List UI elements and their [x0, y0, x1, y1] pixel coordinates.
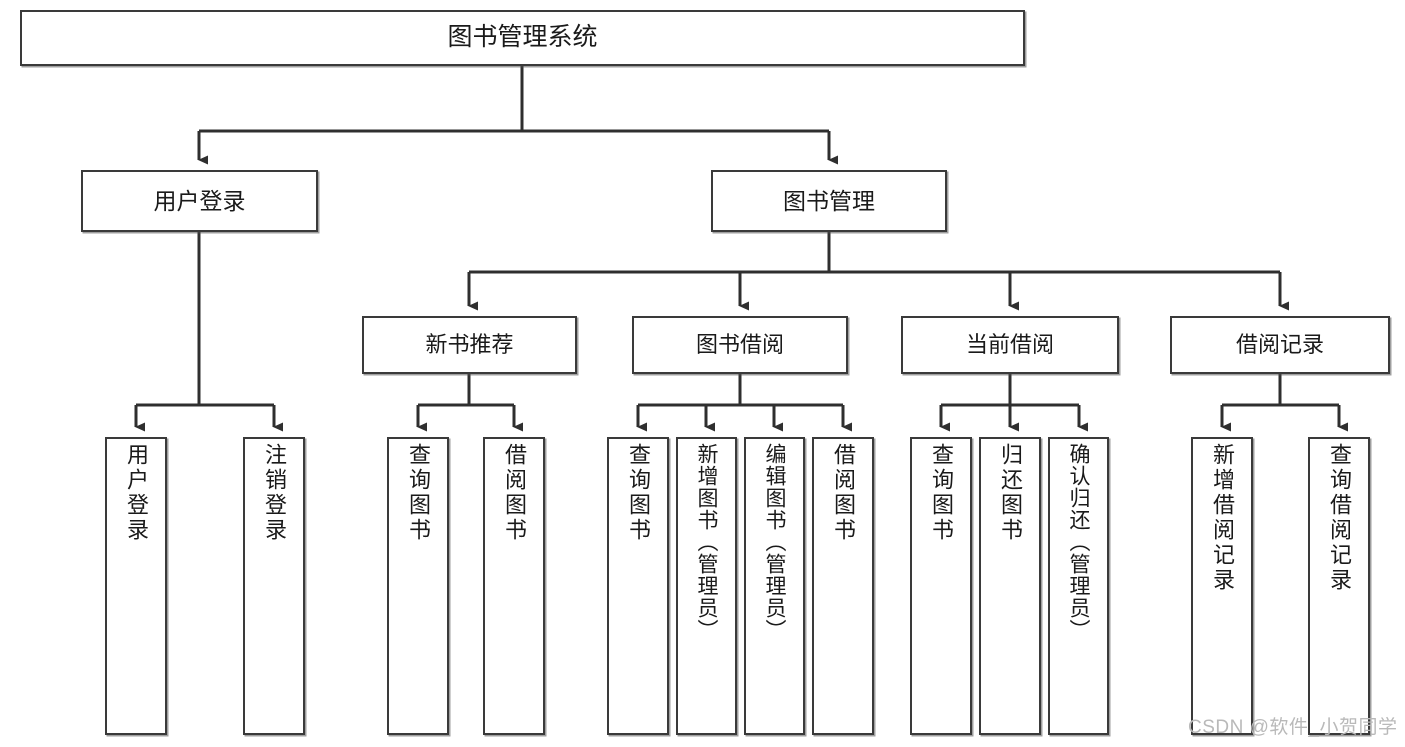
- csdn-watermark: CSDN @软件_小贺同学: [1188, 717, 1398, 738]
- leaf-edit-book-admin[interactable]: 编辑图书（管理员）: [744, 437, 805, 735]
- node-label: 当前借阅: [965, 332, 1054, 358]
- node-current-borrow[interactable]: 当前借阅: [901, 316, 1119, 374]
- leaf-logout[interactable]: 注销登录: [243, 437, 305, 735]
- node-label: 借阅记录: [1235, 332, 1324, 358]
- node-label: 借阅图书: [502, 443, 527, 543]
- leaf-query-book-recommend[interactable]: 查询图书: [387, 437, 449, 735]
- node-label: 查询图书: [626, 443, 651, 543]
- node-label: 确认归还（管理员）: [1067, 443, 1090, 641]
- node-label: 借阅图书: [831, 443, 856, 543]
- node-label: 新书推荐: [425, 332, 514, 358]
- node-book-borrow[interactable]: 图书借阅: [632, 316, 848, 374]
- node-borrow-record[interactable]: 借阅记录: [1170, 316, 1390, 374]
- node-label: 归还图书: [998, 443, 1023, 543]
- node-label: 用户登录: [124, 443, 149, 543]
- leaf-add-borrow-record[interactable]: 新增借阅记录: [1191, 437, 1253, 735]
- node-new-book-recommend[interactable]: 新书推荐: [362, 316, 577, 374]
- node-label: 用户登录: [153, 187, 246, 214]
- node-label: 编辑图书（管理员）: [763, 443, 786, 641]
- leaf-borrow-book[interactable]: 借阅图书: [812, 437, 874, 735]
- node-user-login[interactable]: 用户登录: [81, 170, 318, 232]
- node-label: 图书借阅: [695, 332, 784, 358]
- leaf-query-book-current[interactable]: 查询图书: [910, 437, 972, 735]
- node-label: 查询借阅记录: [1327, 443, 1352, 593]
- leaf-query-borrow-record[interactable]: 查询借阅记录: [1308, 437, 1370, 735]
- node-label: 查询图书: [929, 443, 954, 543]
- node-label: 图书管理系统: [447, 23, 598, 52]
- node-label: 新增借阅记录: [1210, 443, 1235, 593]
- leaf-user-login[interactable]: 用户登录: [105, 437, 167, 735]
- leaf-add-book-admin[interactable]: 新增图书（管理员）: [676, 437, 737, 735]
- node-label: 图书管理: [783, 187, 875, 214]
- node-label: 注销登录: [262, 443, 287, 543]
- node-label: 查询图书: [406, 443, 431, 543]
- leaf-confirm-return-admin[interactable]: 确认归还（管理员）: [1048, 437, 1109, 735]
- leaf-borrow-book-recommend[interactable]: 借阅图书: [483, 437, 545, 735]
- leaf-return-book[interactable]: 归还图书: [979, 437, 1041, 735]
- node-root-system[interactable]: 图书管理系统: [20, 10, 1025, 66]
- leaf-query-book-borrow[interactable]: 查询图书: [607, 437, 669, 735]
- node-label: 新增图书（管理员）: [695, 443, 718, 641]
- node-book-management[interactable]: 图书管理: [711, 170, 947, 232]
